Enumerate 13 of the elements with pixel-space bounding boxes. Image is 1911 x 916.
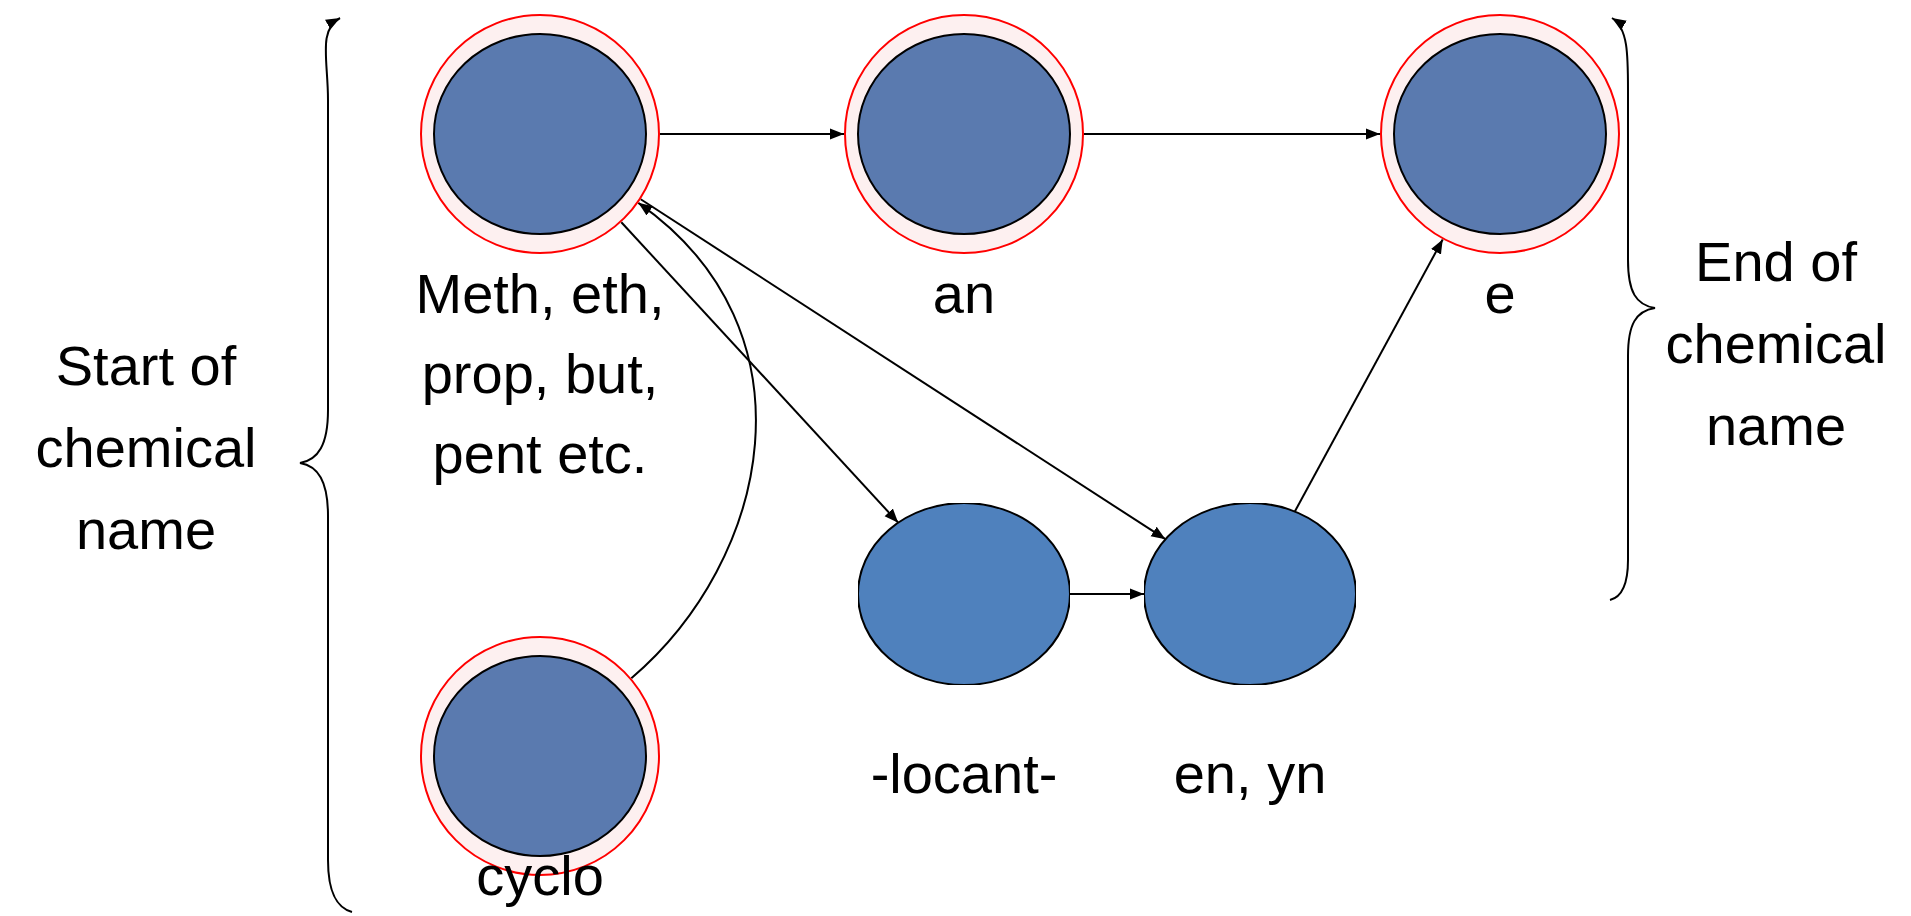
node-label: e [1483, 261, 1517, 327]
side-label: Start of chemical name [34, 333, 258, 563]
node-label: en, yn [1172, 741, 1328, 807]
node-label: Meth, eth, prop, but, pent etc. [414, 261, 666, 487]
arrow [1293, 238, 1444, 513]
side-label: End of chemical name [1664, 229, 1888, 459]
arrow [620, 221, 900, 524]
arrow [1083, 128, 1381, 140]
arrow [630, 201, 757, 680]
arrow [659, 128, 845, 140]
node-label: -locant- [869, 741, 1059, 807]
arrow [639, 198, 1167, 541]
node-label: an [931, 261, 997, 327]
